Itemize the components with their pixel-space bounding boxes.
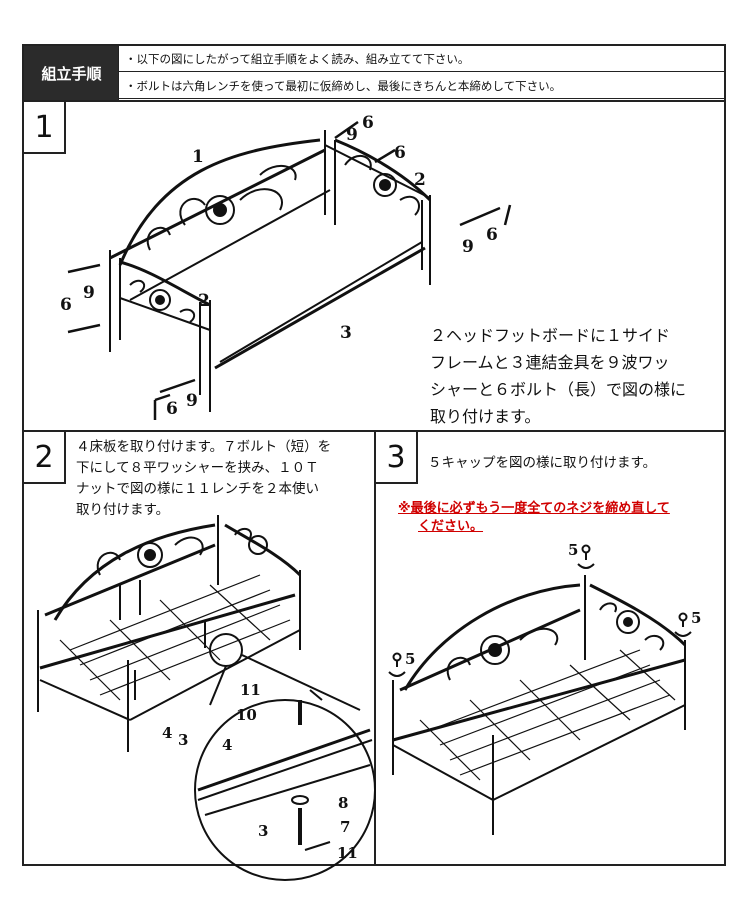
assembly-note-2: ・ボルトは六角レンチを使って最初に仮締めし、最後にきちんと本締めして下さい。 bbox=[119, 73, 724, 99]
svg-text:1: 1 bbox=[192, 147, 204, 167]
svg-text:6: 6 bbox=[486, 225, 498, 245]
step-divider-vertical bbox=[374, 430, 376, 866]
svg-text:9: 9 bbox=[346, 125, 358, 145]
svg-text:10: 10 bbox=[236, 706, 257, 724]
step2-instruction: ４床板を取り付けます。７ボルト（短）を 下にして８平ワッシャーを挟み、１０Ｔ ナ… bbox=[76, 439, 332, 518]
svg-text:7: 7 bbox=[340, 818, 350, 836]
svg-text:6: 6 bbox=[362, 113, 374, 133]
step-number-1: 1 bbox=[22, 100, 66, 154]
svg-text:6: 6 bbox=[394, 143, 406, 163]
section-title: 組立手順 bbox=[24, 46, 119, 100]
step3-instruction: ５キャップを図の様に取り付けます。 bbox=[428, 455, 657, 471]
svg-text:2: 2 bbox=[414, 170, 426, 190]
svg-text:3: 3 bbox=[258, 822, 268, 840]
svg-text:5: 5 bbox=[691, 609, 701, 627]
svg-text:4: 4 bbox=[162, 724, 172, 742]
svg-text:9: 9 bbox=[186, 391, 198, 411]
step-number-3: 3 bbox=[374, 430, 418, 484]
header-divider bbox=[22, 100, 726, 102]
svg-text:9: 9 bbox=[83, 283, 95, 303]
svg-text:5: 5 bbox=[405, 650, 415, 668]
svg-text:6: 6 bbox=[60, 295, 72, 315]
svg-text:4: 4 bbox=[222, 736, 232, 754]
assembly-note-1: ・以下の図にしたがって組立手順をよく読み、組み立てて下さい。 bbox=[119, 46, 724, 72]
step2-diagram bbox=[37, 515, 376, 881]
svg-text:3: 3 bbox=[178, 731, 188, 749]
svg-text:11: 11 bbox=[337, 844, 358, 862]
svg-text:6: 6 bbox=[166, 399, 178, 419]
step1-instruction: ２ヘッドフットボードに１サイド フレームと３連結金具を９波ワッ シャーと６ボルト… bbox=[430, 326, 687, 426]
retighten-warning: ※最後に必ずもう一度全てのネジを締め直して ください。 bbox=[398, 501, 670, 534]
step1-diagram bbox=[67, 120, 512, 420]
step-number-2: 2 bbox=[22, 430, 66, 484]
svg-text:3: 3 bbox=[340, 323, 352, 343]
svg-text:11: 11 bbox=[240, 681, 261, 699]
svg-text:2: 2 bbox=[198, 291, 210, 311]
step3-diagram bbox=[388, 544, 692, 835]
svg-text:5: 5 bbox=[568, 541, 578, 559]
svg-text:8: 8 bbox=[338, 794, 348, 812]
svg-text:9: 9 bbox=[462, 237, 474, 257]
header-label-divider bbox=[118, 46, 119, 100]
